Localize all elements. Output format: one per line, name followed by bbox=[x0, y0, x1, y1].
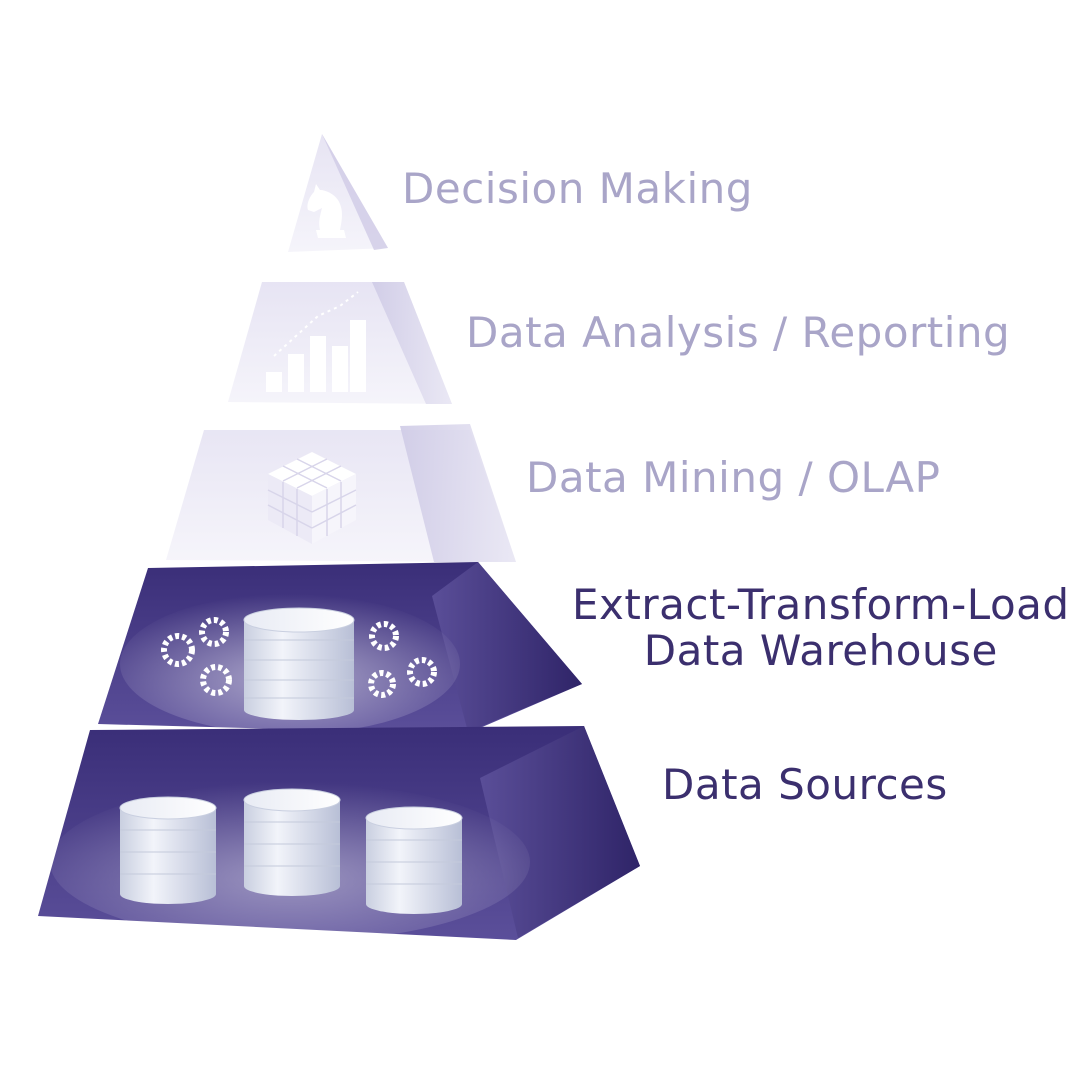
pyramid-tier-data-analysis bbox=[228, 282, 452, 404]
label-etl-line2: Data Warehouse bbox=[643, 626, 998, 676]
cube-icon bbox=[267, 452, 357, 544]
label-etl-data-warehouse: Extract-Transform-Load Data Warehouse bbox=[572, 580, 1070, 676]
pyramid-tier-data-mining bbox=[166, 424, 516, 562]
pyramid-tier-decision-making bbox=[288, 134, 388, 252]
pyramid-tier-data-sources bbox=[38, 726, 640, 942]
gear-icon bbox=[161, 617, 437, 698]
label-data-analysis-reporting: Data Analysis / Reporting bbox=[466, 308, 1011, 357]
pyramid-tier-etl-warehouse bbox=[98, 562, 582, 734]
label-decision-making: Decision Making bbox=[402, 164, 753, 213]
label-etl-line1: Extract-Transform-Load bbox=[572, 580, 1070, 629]
label-data-sources: Data Sources bbox=[662, 760, 948, 809]
databases-icon bbox=[119, 788, 463, 914]
chess-knight-icon bbox=[307, 184, 346, 238]
bar-chart-icon bbox=[266, 291, 366, 392]
label-data-mining-olap: Data Mining / OLAP bbox=[526, 453, 941, 502]
database-icon bbox=[243, 607, 355, 720]
